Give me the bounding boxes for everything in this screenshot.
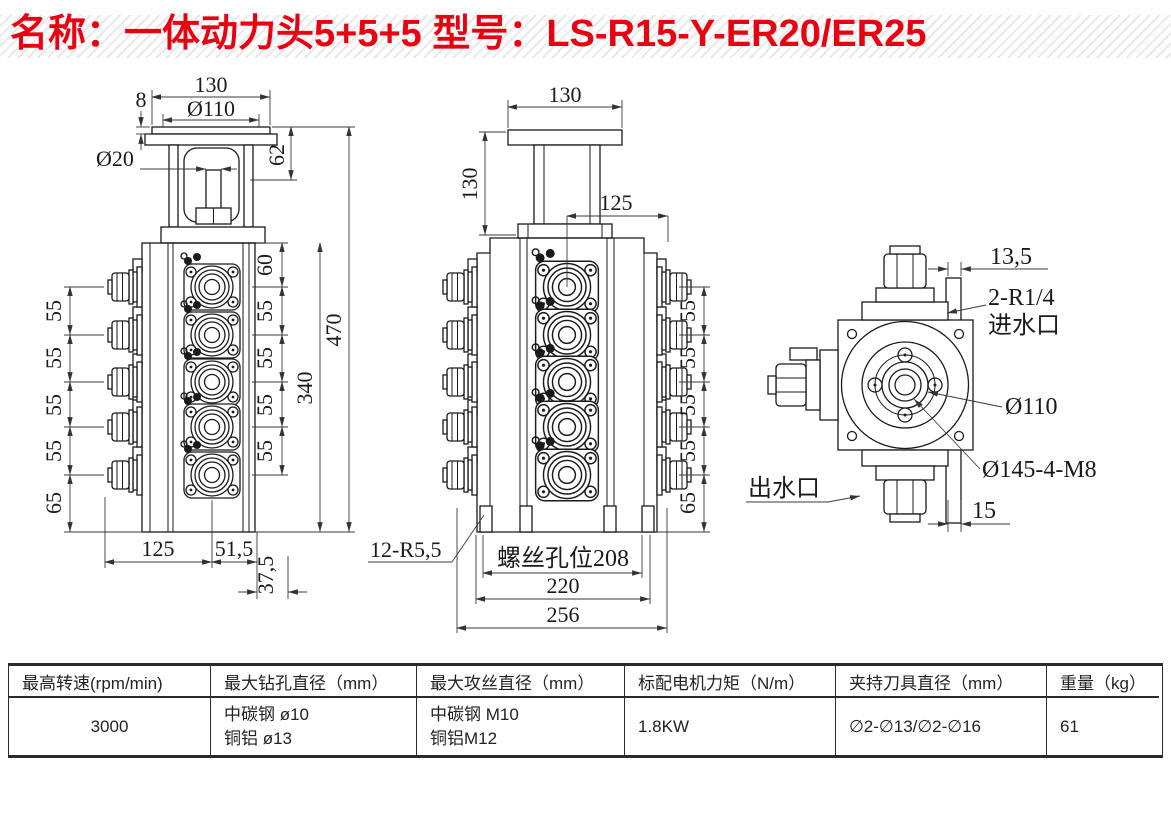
dim-left-rc2: 55 xyxy=(252,347,277,369)
dim-left-lc3: 55 xyxy=(41,440,66,462)
spec-value-drill-dia: 中碳钢 ø10 铜铝 ø13 xyxy=(211,698,417,755)
dim-mid-column-height: 130 xyxy=(457,168,482,201)
dim-right-bracket-offset: 13,5 xyxy=(990,244,1032,270)
spec-value-weight: 61 xyxy=(1047,698,1159,755)
spec-value-tap-dia: 中碳钢 M10 铜铝M12 xyxy=(417,698,625,755)
dim-left-column-height: 62 xyxy=(264,144,289,166)
dim-right-flange-dia: Ø110 xyxy=(1005,394,1057,420)
dim-mid-rc3: 55 xyxy=(675,440,700,462)
spec-header-weight: 重量（kg） xyxy=(1047,666,1159,698)
dim-mid-center-offset: 125 xyxy=(600,190,633,215)
dim-left-plate-thickness: 8 xyxy=(136,87,147,112)
spec-value-speed: 3000 xyxy=(9,698,211,755)
spec-value-tool-line: ∅2-∅13/∅2-∅16 xyxy=(849,716,982,736)
dim-left-lc0: 55 xyxy=(41,300,66,322)
dim-mid-rc0: 55 xyxy=(675,300,700,322)
spec-value-speed-line: 3000 xyxy=(90,716,129,736)
spec-header-speed: 最高转速(rpm/min) xyxy=(9,666,211,698)
dim-left-bottom-125: 125 xyxy=(142,536,175,561)
dim-left-lc1: 55 xyxy=(41,347,66,369)
title-hatch-band xyxy=(0,15,1171,58)
middle-view: 130 130 125 55 55 55 55 65 xyxy=(368,82,710,633)
dim-left-top-width: 130 xyxy=(195,72,228,97)
spec-value-tap-line2: 铜铝M12 xyxy=(430,728,498,748)
dim-left-bottom-51-5: 51,5 xyxy=(215,536,254,561)
right-view: 13,5 2-R1/4 进水口 Ø110 Ø145-4-M8 出水口 15 xyxy=(746,244,1097,532)
spec-value-motor-torque: 1.8KW xyxy=(625,698,836,755)
dim-left-total-height: 470 xyxy=(321,314,346,347)
dim-left-rc4: 55 xyxy=(252,440,277,462)
spec-header-drill-dia: 最大钻孔直径（mm） xyxy=(211,666,417,698)
dim-mid-rc1: 55 xyxy=(675,347,700,369)
dim-right-edge-offset: 15 xyxy=(972,498,996,524)
dim-right-bolt-circle: Ø145-4-M8 xyxy=(982,457,1097,483)
dim-mid-256: 256 xyxy=(547,602,580,627)
dim-mid-screw-span: 螺丝孔位208 xyxy=(497,545,629,572)
spec-table: 最高转速(rpm/min) 最大钻孔直径（mm） 最大攻丝直径（mm） 标配电机… xyxy=(8,663,1163,758)
dim-left-lc4: 65 xyxy=(41,492,66,514)
dim-left-bore: Ø110 xyxy=(187,96,235,121)
note-slots: 12-R5,5 xyxy=(370,537,442,562)
dim-mid-220: 220 xyxy=(547,573,580,598)
spec-header-tap-dia: 最大攻丝直径（mm） xyxy=(417,666,625,698)
note-inlet-label: 进水口 xyxy=(988,312,1060,339)
spec-value-weight-line: 61 xyxy=(1060,716,1079,736)
dim-left-rc0: 60 xyxy=(252,254,277,276)
page-title: 名称：一体动力头5+5+5 型号：LS-R15-Y-ER20/ER25 xyxy=(10,13,927,55)
spec-header-tool-dia: 夹持刀具直径（mm） xyxy=(836,666,1047,698)
dim-mid-top-width: 130 xyxy=(549,82,582,107)
spec-value-drill-line2: 铜铝 ø13 xyxy=(224,728,293,748)
dim-left-rod-dia: Ø20 xyxy=(96,146,134,171)
dim-left-rc3: 55 xyxy=(252,394,277,416)
note-inlet-size: 2-R1/4 xyxy=(988,285,1055,311)
dim-mid-rc4: 65 xyxy=(675,492,700,514)
left-view: 130 Ø110 8 Ø20 62 xyxy=(41,72,355,599)
technical-drawing: 130 Ø110 8 Ø20 62 xyxy=(41,72,1097,633)
spec-value-drill-line1: 中碳钢 ø10 xyxy=(224,704,310,724)
spec-header-motor-torque: 标配电机力矩（N/m） xyxy=(625,666,836,698)
spec-value-tool-dia: ∅2-∅13/∅2-∅16 xyxy=(836,698,1047,755)
dim-left-nose-offset: 37,5 xyxy=(253,556,278,595)
dim-left-rc1: 55 xyxy=(252,300,277,322)
dim-mid-rc2: 55 xyxy=(675,394,700,416)
spec-value-tap-line1: 中碳钢 M10 xyxy=(430,704,519,724)
dim-left-body-height: 340 xyxy=(292,372,317,405)
note-outlet-label: 出水口 xyxy=(748,475,820,502)
spec-value-motor-line: 1.8KW xyxy=(638,716,690,736)
dim-left-lc2: 55 xyxy=(41,394,66,416)
